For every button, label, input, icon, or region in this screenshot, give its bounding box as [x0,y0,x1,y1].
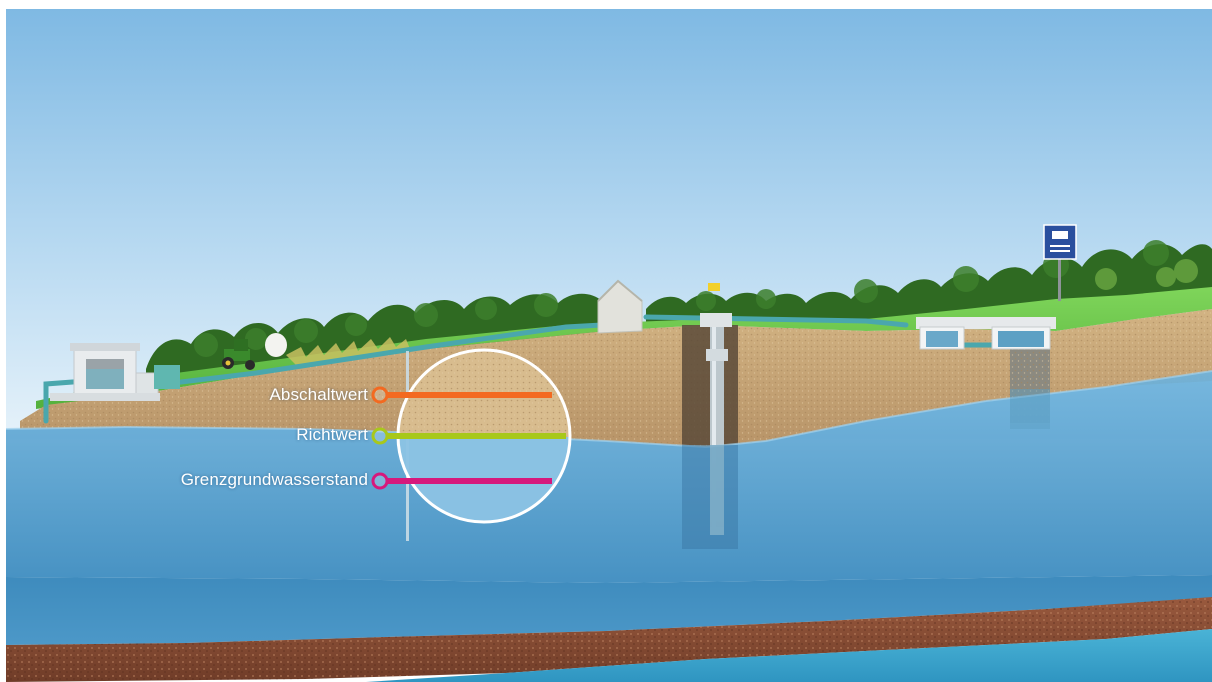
richtwert-marker [371,427,389,445]
groundwater-scene [6,9,1212,682]
water-treatment-building [50,343,180,401]
signboard [1043,224,1077,301]
field-bushes [286,337,410,365]
small-house [597,279,643,334]
abschaltwert-label: Abschaltwert [269,385,368,404]
grenzgrundwasserstand-label: Grenzgrundwasserstand [180,470,368,489]
richtwert-label: Richtwert [296,425,368,444]
deep-water-layer [6,575,1212,645]
bottom-water [366,629,1212,682]
abschaltwert-line [386,392,552,398]
grenzgrundwasserstand-marker [371,472,389,490]
groundwater [6,371,1212,583]
grenzgrundwasserstand-line [386,478,552,484]
yellow-flag [708,283,720,291]
level-lines [386,392,566,484]
tractor-icon [222,333,287,370]
diagram-frame: Abschaltwert Richtwert Grenzgrundwassers… [6,9,1212,682]
abschaltwert-marker [371,386,389,404]
richtwert-line [386,433,566,439]
